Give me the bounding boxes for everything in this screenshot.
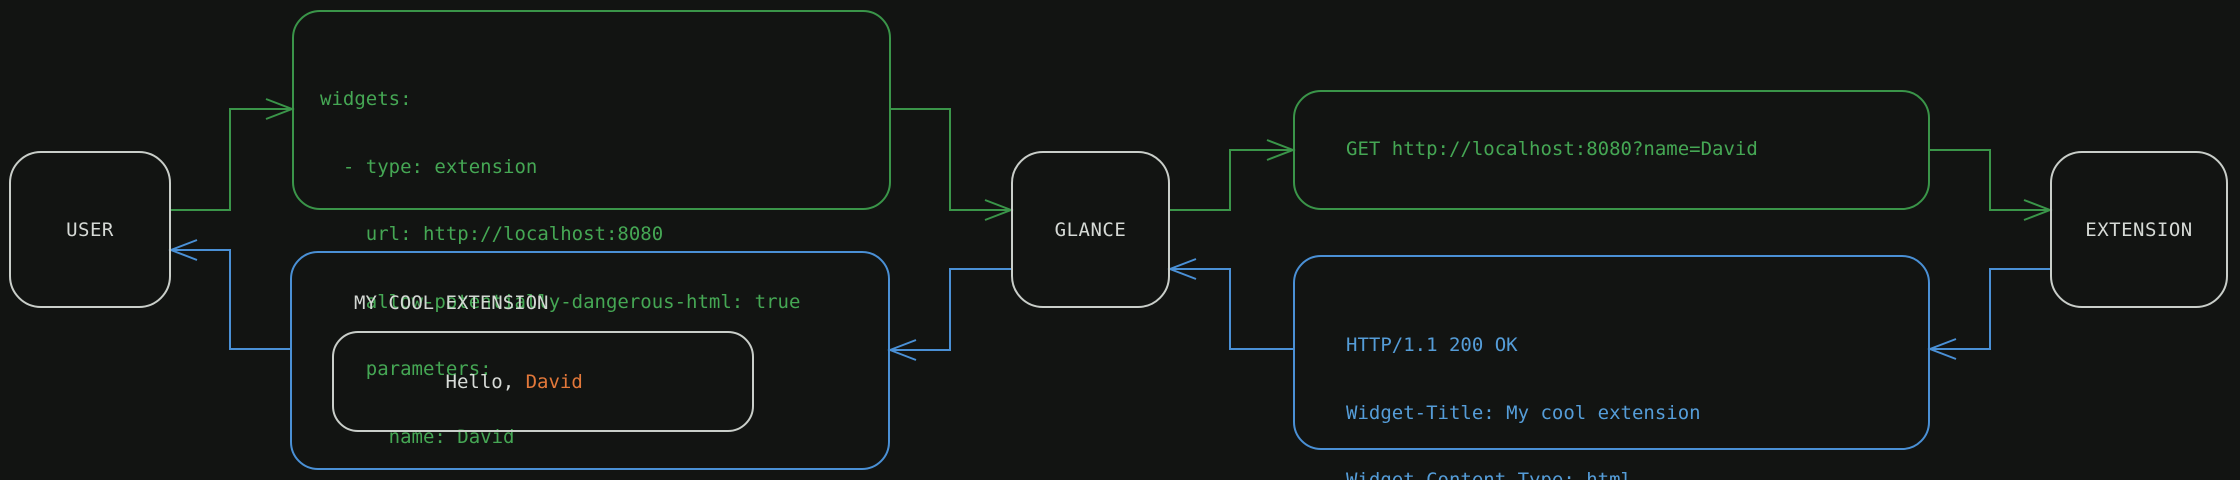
arrow-glance-to-get xyxy=(1170,139,1296,211)
arrow-extension-to-response xyxy=(1927,268,2050,360)
hello-text: Hello, David xyxy=(354,349,583,415)
code-line: allow-potentially-dangerous-html: true xyxy=(320,290,801,313)
widget-preview-box: MY COOL EXTENSION Hello, David xyxy=(290,251,890,470)
hello-prefix: Hello, xyxy=(445,370,526,393)
arrow-get-to-extension xyxy=(1930,149,2053,221)
get-request-box: GET http://localhost:8080?name=David xyxy=(1293,90,1930,210)
code-line: - type: extension xyxy=(320,155,538,178)
node-extension-label: EXTENSION xyxy=(2085,218,2193,241)
arrow-config-to-glance xyxy=(891,108,1014,221)
code-line: url: http://localhost:8080 xyxy=(320,223,664,245)
arrow-user-to-config xyxy=(171,98,295,211)
widget-title: MY COOL EXTENSION xyxy=(354,292,549,314)
node-user: USER xyxy=(9,151,171,308)
code-line: HTTP/1.1 200 OK xyxy=(1346,334,1518,356)
code-line: Widget-Title: My cool extension xyxy=(1346,401,1701,424)
code-line: widgets: xyxy=(320,88,412,110)
arrow-glance-to-widget xyxy=(887,268,1011,361)
config-yaml-box: widgets: - type: extension url: http://l… xyxy=(292,10,891,448)
arrow-response-to-glance xyxy=(1167,258,1293,350)
hello-name: David xyxy=(525,370,583,393)
node-glance-label: GLANCE xyxy=(1054,218,1127,241)
widget-content-box: Hello, David xyxy=(332,331,754,432)
code-line: parameters: xyxy=(320,358,492,380)
http-response-box: HTTP/1.1 200 OK Widget-Title: My cool ex… xyxy=(1293,255,1930,480)
code-line: Widget-Content-Type: html xyxy=(1346,469,1632,480)
node-glance: GLANCE xyxy=(1011,151,1170,308)
get-request-line: GET http://localhost:8080?name=David xyxy=(1346,138,1758,161)
node-user-label: USER xyxy=(66,218,114,241)
node-extension: EXTENSION xyxy=(2050,151,2228,308)
arrow-widget-to-user xyxy=(168,239,290,350)
